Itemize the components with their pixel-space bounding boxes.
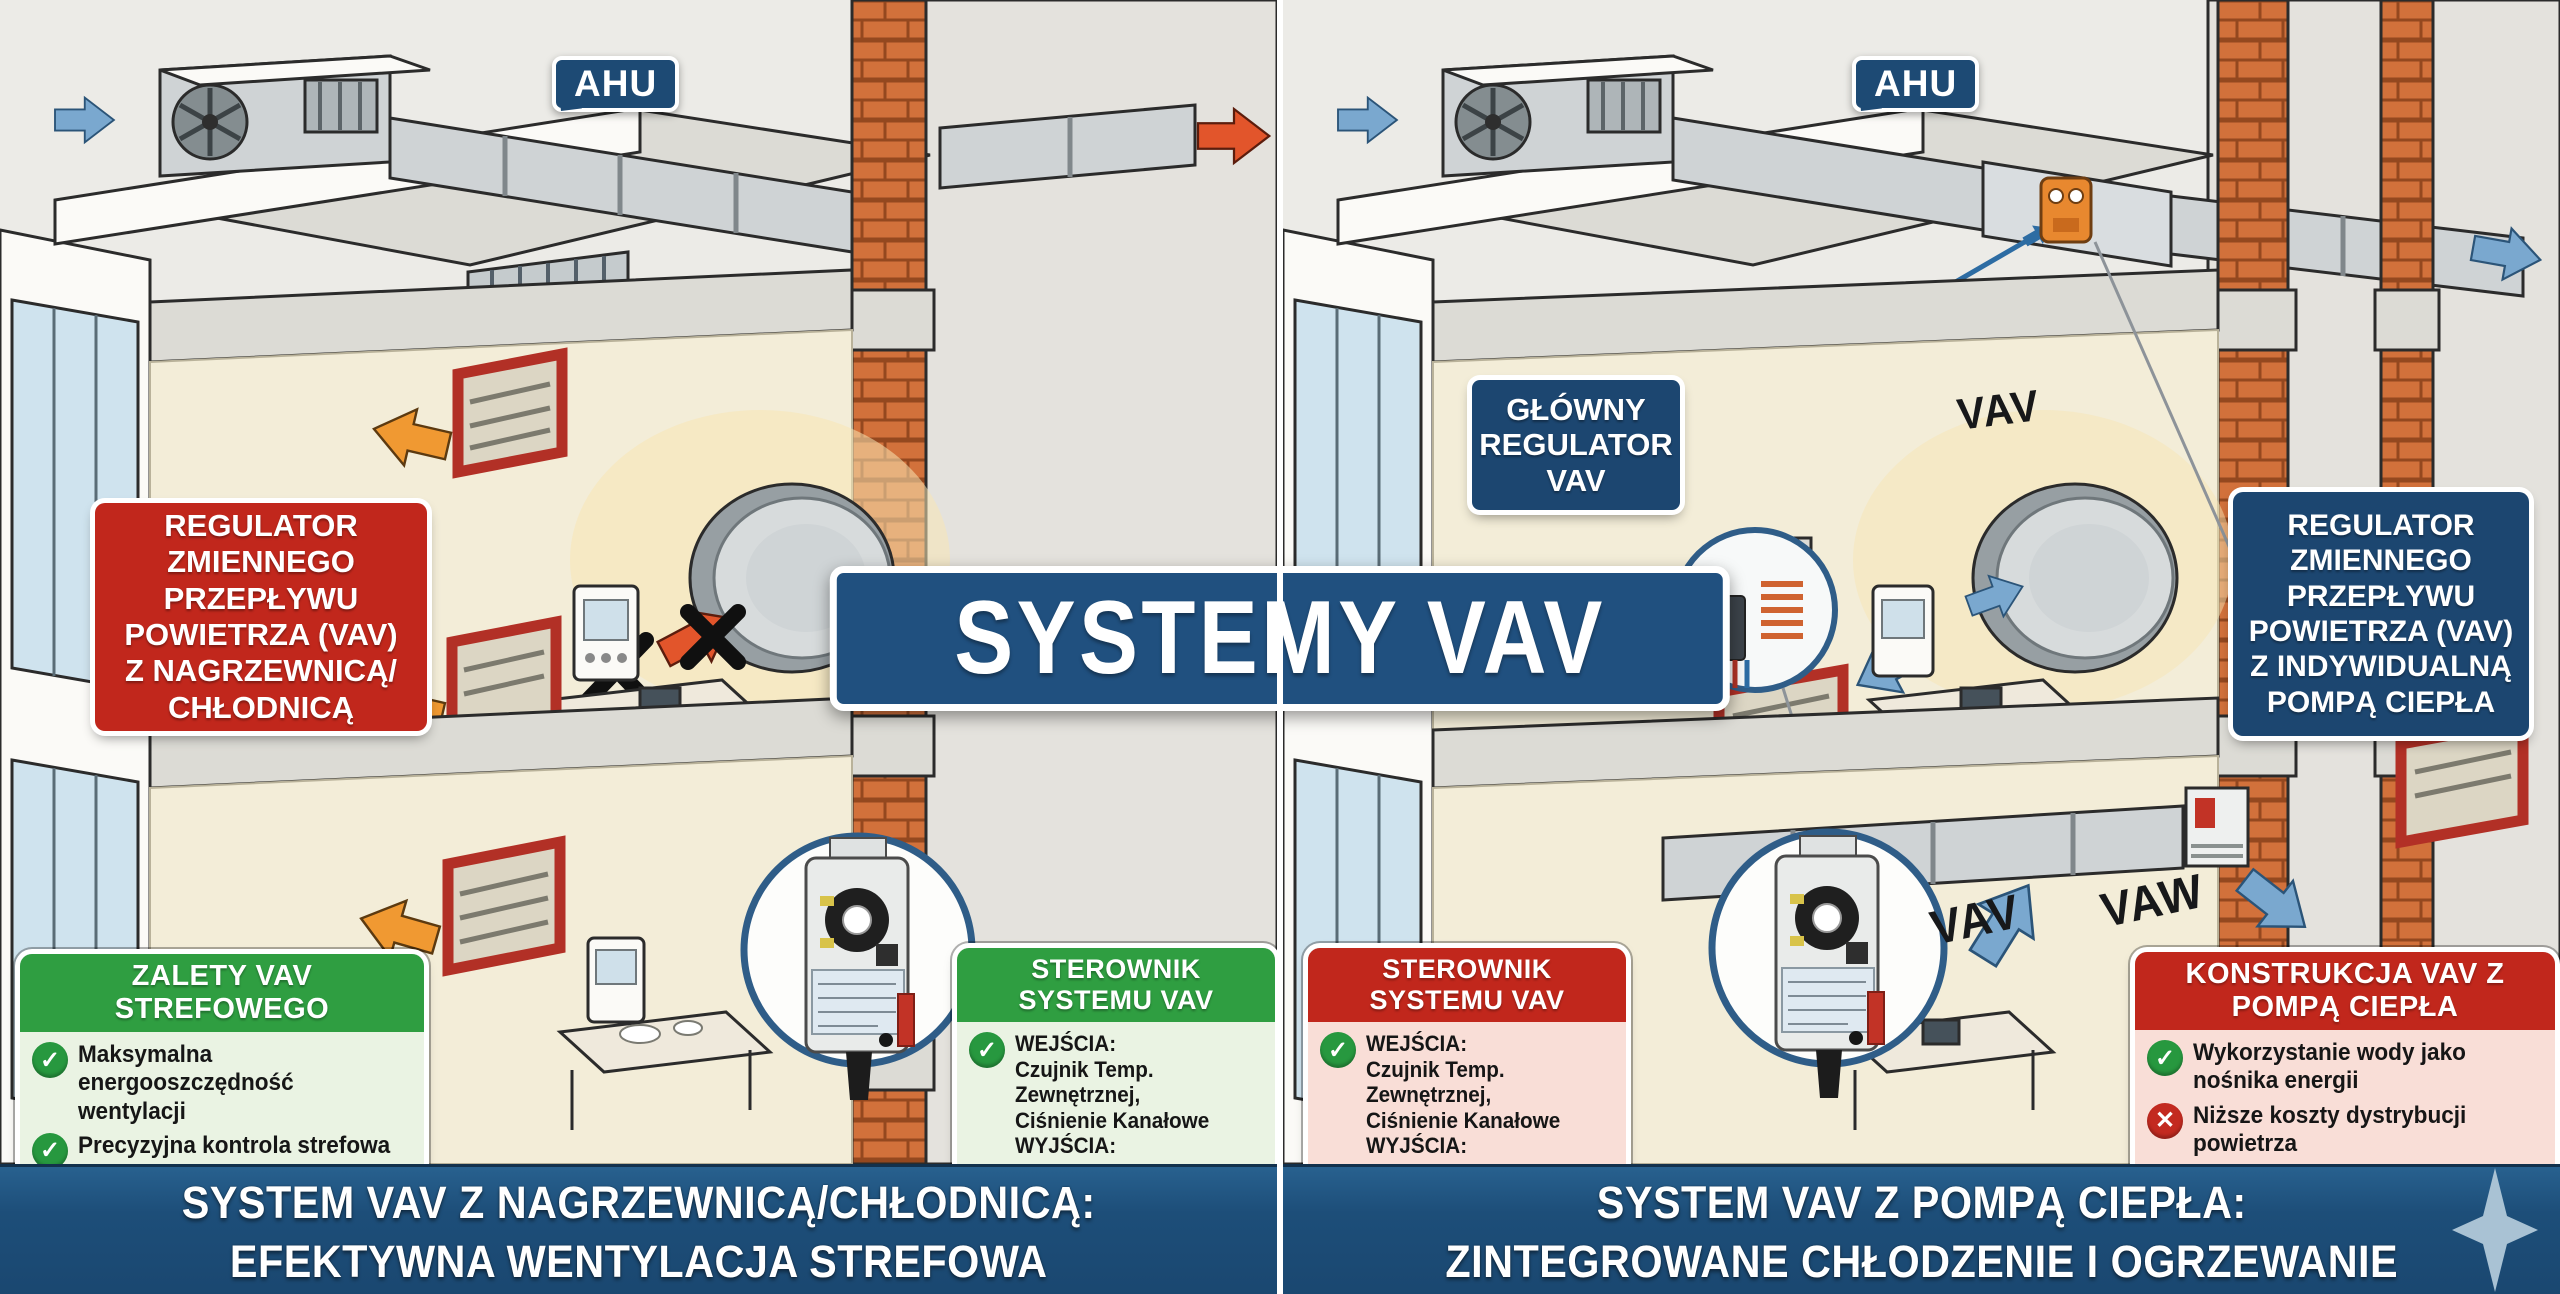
construction-header: KONSTRUKCJA VAV Z POMPĄ CIEPŁA xyxy=(2135,952,2555,1030)
list-item: Precyzyjna kontrola strefowa xyxy=(32,1132,412,1164)
duct-label-vav-main: VAV xyxy=(1954,381,2043,440)
cross-icon xyxy=(2147,1102,2183,1139)
x-mark-icon xyxy=(680,604,746,670)
main-vav-regulator-text: GŁÓWNY REGULATOR VAV xyxy=(1479,391,1673,498)
round-duct-opening xyxy=(1971,482,2179,674)
ahu-tag: AHU xyxy=(552,56,680,112)
advantages-header: ZALETY VAV STREFOWEGO xyxy=(20,954,424,1032)
check-icon xyxy=(32,1132,68,1164)
main-supply-duct xyxy=(388,116,854,254)
zone-vav-advantages-box: ZALETY VAV STREFOWEGO Maksymalna energoo… xyxy=(20,954,424,1164)
vav-heater-cooler-callout-text: REGULATOR ZMIENNEGO PRZEPŁYWU POWIETRZA … xyxy=(124,508,398,725)
vav-heater-cooler-callout: REGULATOR ZMIENNEGO PRZEPŁYWU POWIETRZA … xyxy=(95,503,427,731)
left-footer-title: SYSTEM VAV Z NAGRZEWNICĄ/CHŁODNICĄ: EFEK… xyxy=(181,1176,1096,1287)
list-item: Niższe koszty dystrybucji powietrza xyxy=(2147,1102,2543,1159)
ahu-tag-label: AHU xyxy=(574,63,658,104)
vav-heat-pump-callout-text: REGULATOR ZMIENNEGO PRZEPŁYWU POWIETRZA … xyxy=(2248,508,2514,719)
panel-divider xyxy=(1277,0,1283,1294)
ahu-unit xyxy=(158,54,431,178)
check-icon xyxy=(32,1042,68,1078)
check-icon xyxy=(969,1032,1005,1068)
actuator-inset xyxy=(740,832,976,1100)
ahu-tag-label: AHU xyxy=(1874,63,1958,104)
check-icon xyxy=(2147,1040,2183,1076)
sparkle-icon xyxy=(2452,1168,2538,1292)
thermostat xyxy=(586,936,646,1024)
exhaust-duct xyxy=(938,103,1197,190)
thermostat xyxy=(572,584,640,682)
main-vav-actuator xyxy=(2039,176,2093,244)
list-item: Wykorzystanie wody jako nośnika energii xyxy=(2147,1039,2543,1096)
list-item: WEJŚCIA: Czujnik Temp. Zewnętrznej, Ciśn… xyxy=(1320,1031,1614,1159)
water-vav-unit xyxy=(2184,786,2250,868)
zone-vent-grille xyxy=(2395,715,2529,849)
heat-pump-construction-box: KONSTRUKCJA VAV Z POMPĄ CIEPŁA Wykorzyst… xyxy=(2135,952,2555,1164)
vav-heat-pump-callout: REGULATOR ZMIENNEGO PRZEPŁYWU POWIETRZA … xyxy=(2233,492,2529,736)
zone-vent-grille xyxy=(442,835,566,977)
leader-line xyxy=(2093,241,2237,561)
main-vav-regulator-callout: GŁÓWNY REGULATOR VAV xyxy=(1472,380,1680,510)
desk xyxy=(556,1010,774,1130)
list-item: WEJŚCIA: Czujnik Temp. Zewnętrznej, Ciśn… xyxy=(969,1031,1263,1159)
list-item: Prędkość Wentylatora AHU, Siłownik Przep… xyxy=(969,1163,1263,1164)
controller-header: STEROWNIK SYSTEMU VAV xyxy=(957,948,1275,1022)
vav-controller-box: STEROWNIK SYSTEMU VAV WEJŚCIA: Czujnik T… xyxy=(957,948,1275,1164)
list-item: Prędkość Wentylatora AHU, Siłownik Przep… xyxy=(1320,1163,1614,1164)
controller-header: STEROWNIK SYSTEMU VAV xyxy=(1308,948,1626,1022)
ahu-unit xyxy=(1441,54,1714,178)
left-panel-heater-cooler-system: AHU REGULATOR ZMIENNEGO PRZEPŁYWU POWIET… xyxy=(0,0,1277,1164)
list-item: Maksymalna energooszczędność wentylacji xyxy=(32,1041,412,1126)
ahu-tag: AHU xyxy=(1852,56,1980,112)
check-icon xyxy=(1320,1032,1356,1068)
actuator-inset xyxy=(1708,828,1948,1098)
zone-vent-grille xyxy=(452,347,568,479)
right-system-footer-banner: SYSTEM VAV Z POMPĄ CIEPŁA: ZINTEGROWANE … xyxy=(1283,1164,2560,1294)
right-footer-title: SYSTEM VAV Z POMPĄ CIEPŁA: ZINTEGROWANE … xyxy=(1445,1176,2398,1287)
vav-controller-box: STEROWNIK SYSTEMU VAV WEJŚCIA: Czujnik T… xyxy=(1308,948,1626,1164)
left-system-footer-banner: SYSTEM VAV Z NAGRZEWNICĄ/CHŁODNICĄ: EFEK… xyxy=(0,1164,1277,1294)
thermostat xyxy=(1871,584,1935,678)
